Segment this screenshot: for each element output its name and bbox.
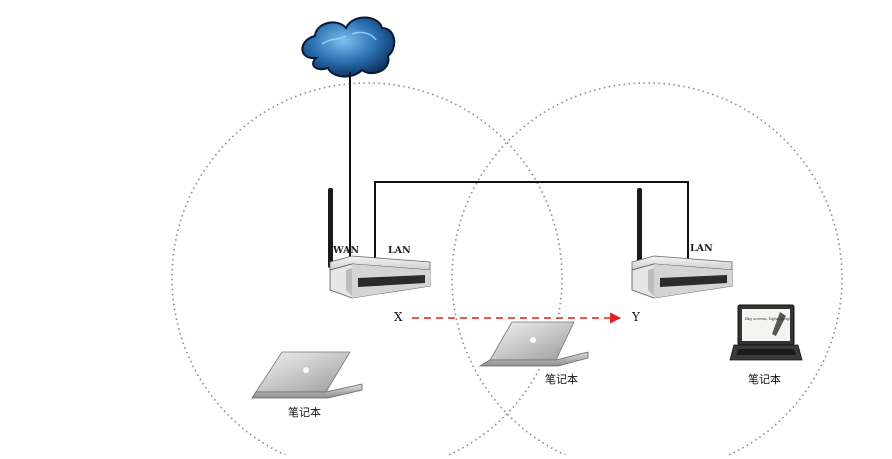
laptop-icon [729,304,803,361]
laptop-right-screen-text: Big screen, light weight [745,316,794,321]
wireless-router-icon [328,188,431,299]
roaming-start-label: X [394,310,403,324]
laptop-left: 笔记本 [251,351,363,419]
router-left: WAN LAN [328,188,431,299]
wireless-router-icon [631,188,733,299]
coverage-ring-left [171,82,563,459]
laptop-middle-label: 笔记本 [545,372,578,386]
coverage-ring-right [451,82,843,459]
router-left-lan-label: LAN [388,245,411,256]
roaming-end-label: Y [631,310,641,324]
laptop-icon [251,351,363,399]
laptop-left-label: 笔记本 [288,405,321,419]
lan-cable [374,181,689,262]
laptop-right-label: 笔记本 [748,372,781,386]
router-right-lan-label: LAN [690,243,713,254]
laptop-middle: 笔记本 [478,321,589,386]
cloud-icon [301,16,396,78]
laptop-icon [478,321,589,367]
router-left-wan-label: WAN [332,245,359,256]
router-right: LAN [631,188,733,299]
laptop-right: Big screen, light weight 笔记本 [729,304,803,386]
